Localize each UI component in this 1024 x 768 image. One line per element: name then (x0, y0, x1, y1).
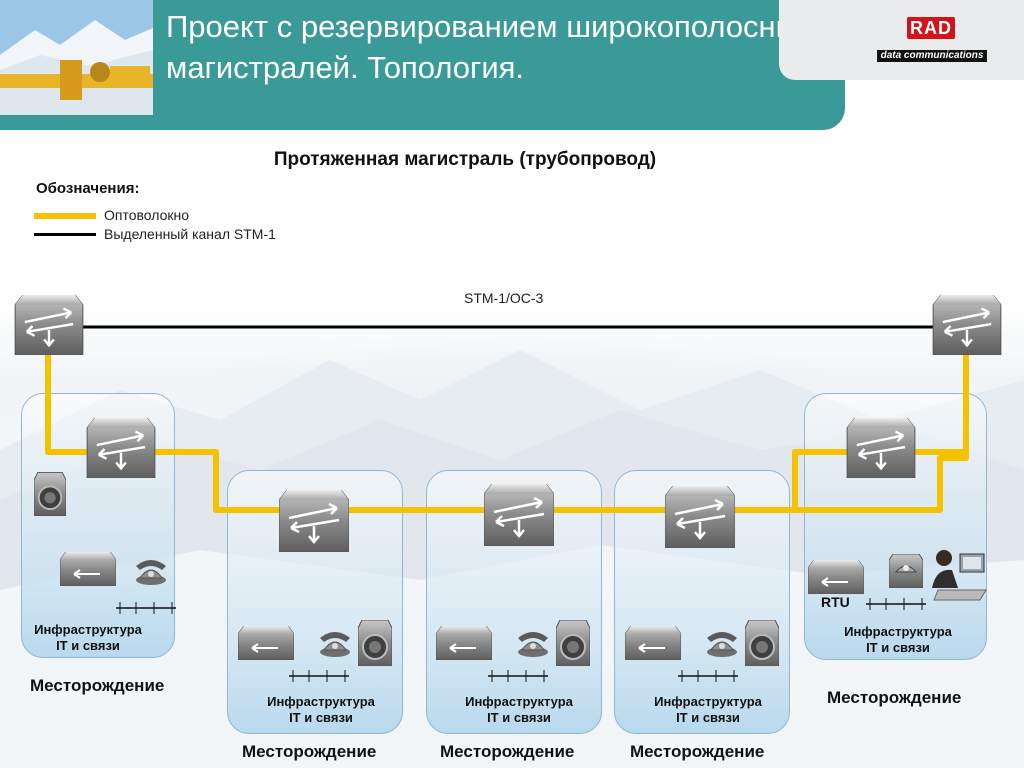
site3-camera[interactable] (556, 620, 590, 666)
site3-bus (488, 670, 548, 682)
site2-bus (289, 670, 349, 682)
fiber-ring (45, 355, 969, 513)
site2-phone[interactable] (318, 628, 352, 658)
site4-bus (678, 670, 738, 682)
site1-mux[interactable] (86, 418, 156, 478)
legend-title: Обозначения: (36, 180, 140, 197)
site4-camera[interactable] (745, 620, 779, 666)
site2-rtu[interactable] (238, 626, 294, 660)
site5-rtu-label: RTU (821, 594, 850, 610)
site5-name: Месторождение (827, 688, 962, 707)
site5-phone-terminal[interactable] (889, 554, 923, 588)
trunk-label: STM-1/OC-3 (464, 290, 544, 306)
site1-phone[interactable] (134, 556, 168, 586)
site4-phone[interactable] (705, 628, 739, 658)
site1-bus (116, 602, 176, 614)
site5-bus (866, 598, 926, 610)
page-title: Проект с резервированием широкополосных … (166, 9, 814, 85)
site5-mux[interactable] (846, 418, 916, 478)
diagram-subtitle: Протяженная магистраль (трубопровод) (273, 149, 657, 170)
site3-rtu[interactable] (436, 626, 492, 660)
legend-stm1-label: Выделенный канал STM-1 (104, 226, 276, 242)
site2-name: Месторождение (242, 742, 377, 761)
site3-mux[interactable] (484, 484, 554, 546)
site5-rtu[interactable] (808, 560, 864, 594)
site3-name: Месторождение (440, 742, 575, 761)
site1-camera[interactable] (34, 472, 66, 516)
site1-rtu[interactable] (60, 552, 116, 586)
legend-fiber-label: Оптоволокно (104, 207, 190, 223)
logo-panel (779, 0, 1024, 80)
site4-rtu[interactable] (625, 626, 681, 660)
site1-name: Месторождение (30, 676, 165, 695)
site2-mux[interactable] (279, 490, 349, 552)
site3-phone[interactable] (516, 628, 550, 658)
operator-workstation-icon (932, 550, 987, 601)
legend-fiber-swatch (34, 213, 96, 219)
site4-name: Месторождение (630, 742, 765, 761)
trunk-mux-right[interactable] (932, 295, 1002, 355)
site4-mux[interactable] (665, 486, 735, 548)
site2-camera[interactable] (358, 620, 392, 666)
rad-logo: RAD (907, 17, 955, 39)
logo-tagline: data communications (877, 50, 987, 62)
header-photo (0, 0, 153, 115)
legend-stm1-swatch (34, 233, 96, 236)
fiber-ring-right (792, 449, 966, 510)
trunk-mux-left[interactable] (14, 295, 84, 355)
